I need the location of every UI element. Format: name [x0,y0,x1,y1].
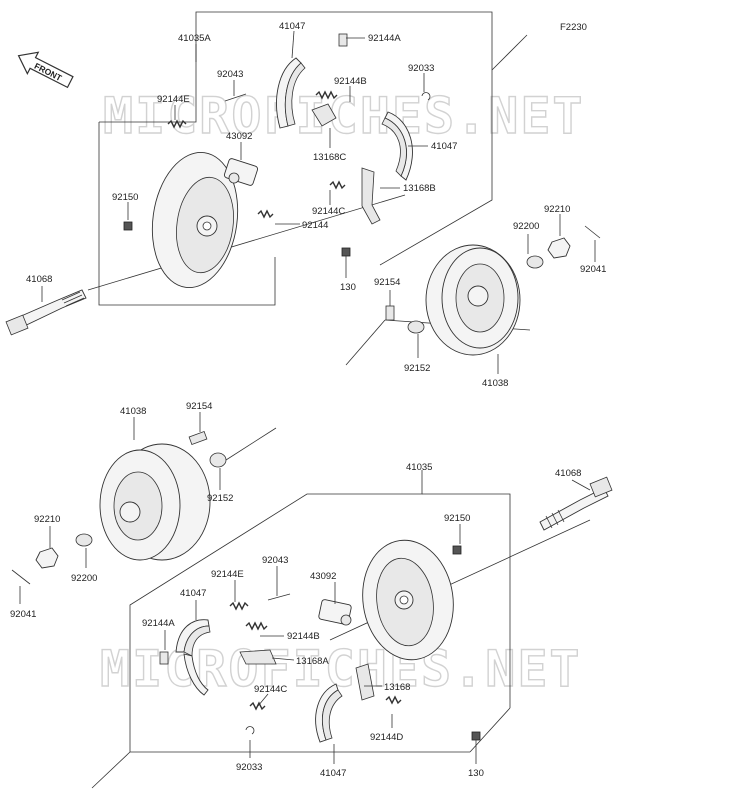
watermark-top: MICROFICHES.NET [103,87,585,145]
callout-41038-b: 41038 [120,406,146,417]
backing-plate-bottom [362,539,454,661]
callout-92210: 92210 [544,204,570,215]
spring-92144d-bottom [385,695,402,705]
callout-92154: 92154 [374,277,400,288]
callout-130-b: 130 [468,768,484,779]
seal-92152-top [407,320,425,334]
pin-92043-bottom [267,593,291,601]
callout-92200-b: 92200 [71,573,97,584]
callout-13168a-b: 13168A [296,656,329,667]
callout-41047-lower: 41047 [431,141,457,152]
callout-43092: 43092 [226,131,252,142]
callout-41035a: 41035A [178,33,211,44]
callout-41047-upper: 41047 [279,21,305,32]
spring-92144b-bottom [245,621,268,631]
callout-92144c: 92144C [312,206,345,217]
nut-92210-top [547,237,571,259]
bolt-130-top [341,247,351,262]
brake-shoe-lower-bottom [315,683,343,743]
axle-shaft [5,289,87,336]
wheel-cylinder-top [223,158,259,186]
callout-92144: 92144 [302,220,328,231]
axle-shaft-bottom [539,476,613,531]
callout-41047-lower-b: 41047 [320,768,346,779]
callout-92144a-b: 92144A [142,618,175,629]
washer-92200-top [526,255,544,269]
lever-13168-bottom [355,663,375,701]
callout-92150-b: 92150 [444,513,470,524]
callout-41068: 41068 [26,274,52,285]
callout-92033-b: 92033 [236,762,262,773]
seal-92152-bottom [209,452,227,468]
callout-130: 130 [340,282,356,293]
bottom-assembly: 41038 92154 92152 41035 41068 92210 9220… [10,401,613,789]
callout-92144e: 92144E [157,94,190,105]
watermark-bottom: MICROFICHES.NET [100,640,582,698]
spring-92144e-top [167,119,187,129]
clip-92033-bottom [245,726,255,735]
nut-92210-bottom [35,547,59,569]
callout-92154-b: 92154 [186,401,212,412]
callout-41035-b: 41035 [406,462,432,473]
callout-41038: 41038 [482,378,508,389]
top-assembly: 41035A 41047 92144A 92043 92144B 92033 9… [5,11,606,389]
callout-43092-b: 43092 [310,571,336,582]
callout-41068-b: 41068 [555,468,581,479]
bolt-92150-bottom [452,545,462,555]
callout-92152-b: 92152 [207,493,233,504]
brake-shoe-lower-top [381,111,413,181]
callout-92144b-b: 92144B [287,631,320,642]
callout-13168b: 13168B [403,183,436,194]
drum-top [425,244,521,356]
bolt-130-bottom [471,731,481,748]
bolt-92150-top [123,221,133,231]
lever-13168a-bottom [239,649,277,665]
callout-92210-b: 92210 [34,514,60,525]
spring-92144c-bottom [249,701,266,711]
callout-92144e-b: 92144E [211,569,244,580]
wheel-cylinder-bottom [318,599,352,626]
callout-92144c-b: 92144C [254,684,287,695]
callout-92200: 92200 [513,221,539,232]
callout-13168-b: 13168 [384,682,410,693]
callout-92152: 92152 [404,363,430,374]
callout-92144b: 92144B [334,76,367,87]
figure-id: F2230 [560,22,587,33]
stud-92154-bottom [188,430,208,446]
spring-92144c-top [329,180,346,190]
callout-92033: 92033 [408,63,434,74]
cotter-92041-bottom [11,569,31,585]
washer-92200-bottom [75,533,93,547]
callout-92041-b: 92041 [10,609,36,620]
lever-13168b-top [361,167,381,225]
brake-shoe-upper-bottom [175,619,211,696]
clip-92144a-top [338,33,348,47]
stud-92154-top [385,305,395,321]
callout-13168c: 13168C [313,152,346,163]
front-arrow-icon: FRONT [17,51,74,89]
lever-13168c-top [311,103,337,127]
callout-92150: 92150 [112,192,138,203]
clip-92144a-bottom [159,651,169,665]
spring-92144e-bottom [229,601,249,611]
cotter-92041-top [584,225,601,239]
drum-bottom [99,443,211,561]
backing-plate-top [151,151,239,289]
pin-92043-top [224,93,247,102]
callout-92144d-b: 92144D [370,732,403,743]
callout-92041: 92041 [580,264,606,275]
spring-92144b-top [315,90,338,100]
brake-shoe-upper-top [276,57,306,129]
clip-92033-top [421,92,431,101]
callout-92043: 92043 [217,69,243,80]
callout-41047-upper-b: 41047 [180,588,206,599]
spring-92144-top [257,209,274,219]
callout-92144a: 92144A [368,33,401,44]
callout-92043-b: 92043 [262,555,288,566]
